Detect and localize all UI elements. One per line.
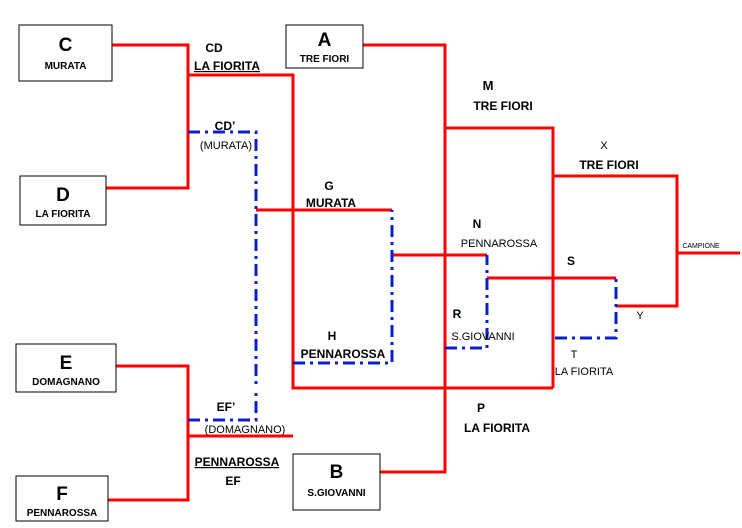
path-x xyxy=(553,174,679,308)
match-winner: (MURATA) xyxy=(200,140,252,152)
loser-paths xyxy=(188,130,618,422)
path-cd-prime xyxy=(188,130,258,388)
path-c-to-cd xyxy=(106,43,190,190)
match-winner: LA FIORITA xyxy=(555,366,614,378)
path-h xyxy=(293,210,394,365)
match-winner: S.GIOVANNI xyxy=(451,331,514,343)
match-code: X xyxy=(600,140,608,152)
path-t xyxy=(555,278,618,340)
match-code: Y xyxy=(636,310,644,322)
match-winner: PENNAROSSA xyxy=(301,347,386,361)
match-winner: TRE FIORI xyxy=(579,158,638,172)
match-x: X TRE FIORI xyxy=(579,140,638,172)
team-name: MURATA xyxy=(45,61,87,72)
team-letter: A xyxy=(318,30,332,51)
match-winner: PENNAROSSA xyxy=(195,455,280,469)
path-cd-to-g xyxy=(188,73,553,390)
match-r: R S.GIOVANNI xyxy=(451,307,514,343)
match-code: P xyxy=(477,401,485,415)
match-g: G MURATA xyxy=(306,179,357,210)
match-code: CD’ xyxy=(215,119,236,133)
match-code: H xyxy=(328,329,337,343)
match-winner: LA FIORITA xyxy=(464,421,530,435)
match-code: G xyxy=(324,179,333,193)
team-name: LA FIORITA xyxy=(36,209,91,220)
match-code: M xyxy=(483,78,494,93)
match-winner: LA FIORITA xyxy=(194,59,260,73)
match-code: S xyxy=(567,254,575,268)
team-name: S.GIOVANNI xyxy=(307,488,365,499)
team-name: DOMAGNANO xyxy=(32,377,100,388)
match-cd-prime: CD’ (MURATA) xyxy=(200,119,252,152)
path-a-to-m xyxy=(363,43,447,474)
team-letter: B xyxy=(330,462,344,483)
winner-paths xyxy=(106,43,740,502)
team-box-f: F PENNAROSSA xyxy=(15,475,109,522)
team-letter: F xyxy=(56,484,68,505)
match-s: S xyxy=(567,254,575,268)
match-winner: PENNAROSSA xyxy=(461,238,538,250)
match-winner: (DOMAGNANO) xyxy=(205,424,286,436)
match-winner: MURATA xyxy=(306,196,357,210)
match-code: EF’ xyxy=(217,400,236,414)
path-m xyxy=(445,126,555,388)
match-code: R xyxy=(453,307,462,321)
path-e-to-ef xyxy=(108,364,190,502)
match-p: P LA FIORITA xyxy=(464,401,530,435)
match-code: EF xyxy=(225,474,240,488)
match-cd: CD LA FIORITA xyxy=(194,41,260,73)
match-code: T xyxy=(571,349,578,361)
team-box-a: A TRE FIORI xyxy=(285,24,364,69)
match-y: Y xyxy=(636,310,644,322)
team-box-b: B S.GIOVANNI xyxy=(292,453,381,511)
team-box-d: D LA FIORITA xyxy=(19,175,107,226)
match-t: T LA FIORITA xyxy=(555,349,614,378)
match-winner: TRE FIORI xyxy=(473,99,532,113)
match-h: H PENNAROSSA xyxy=(301,329,386,361)
match-ef: PENNAROSSA EF xyxy=(195,455,280,488)
match-n: N PENNAROSSA xyxy=(461,217,538,250)
match-code: N xyxy=(473,217,482,231)
team-letter: C xyxy=(59,35,73,56)
team-box-e: E DOMAGNANO xyxy=(15,343,117,393)
team-letter: D xyxy=(56,185,70,206)
match-m: M TRE FIORI xyxy=(473,78,532,113)
team-name: TRE FIORI xyxy=(300,54,350,65)
match-ef-prime: EF’ (DOMAGNANO) xyxy=(205,400,286,436)
path-r xyxy=(445,255,489,350)
team-box-c: C MURATA xyxy=(18,24,113,82)
path-ef-prime xyxy=(188,388,258,422)
champion-label: CAMPIONE xyxy=(682,243,720,250)
team-letter: E xyxy=(60,353,73,374)
match-code: CD xyxy=(205,41,223,55)
team-name: PENNAROSSA xyxy=(27,508,98,519)
